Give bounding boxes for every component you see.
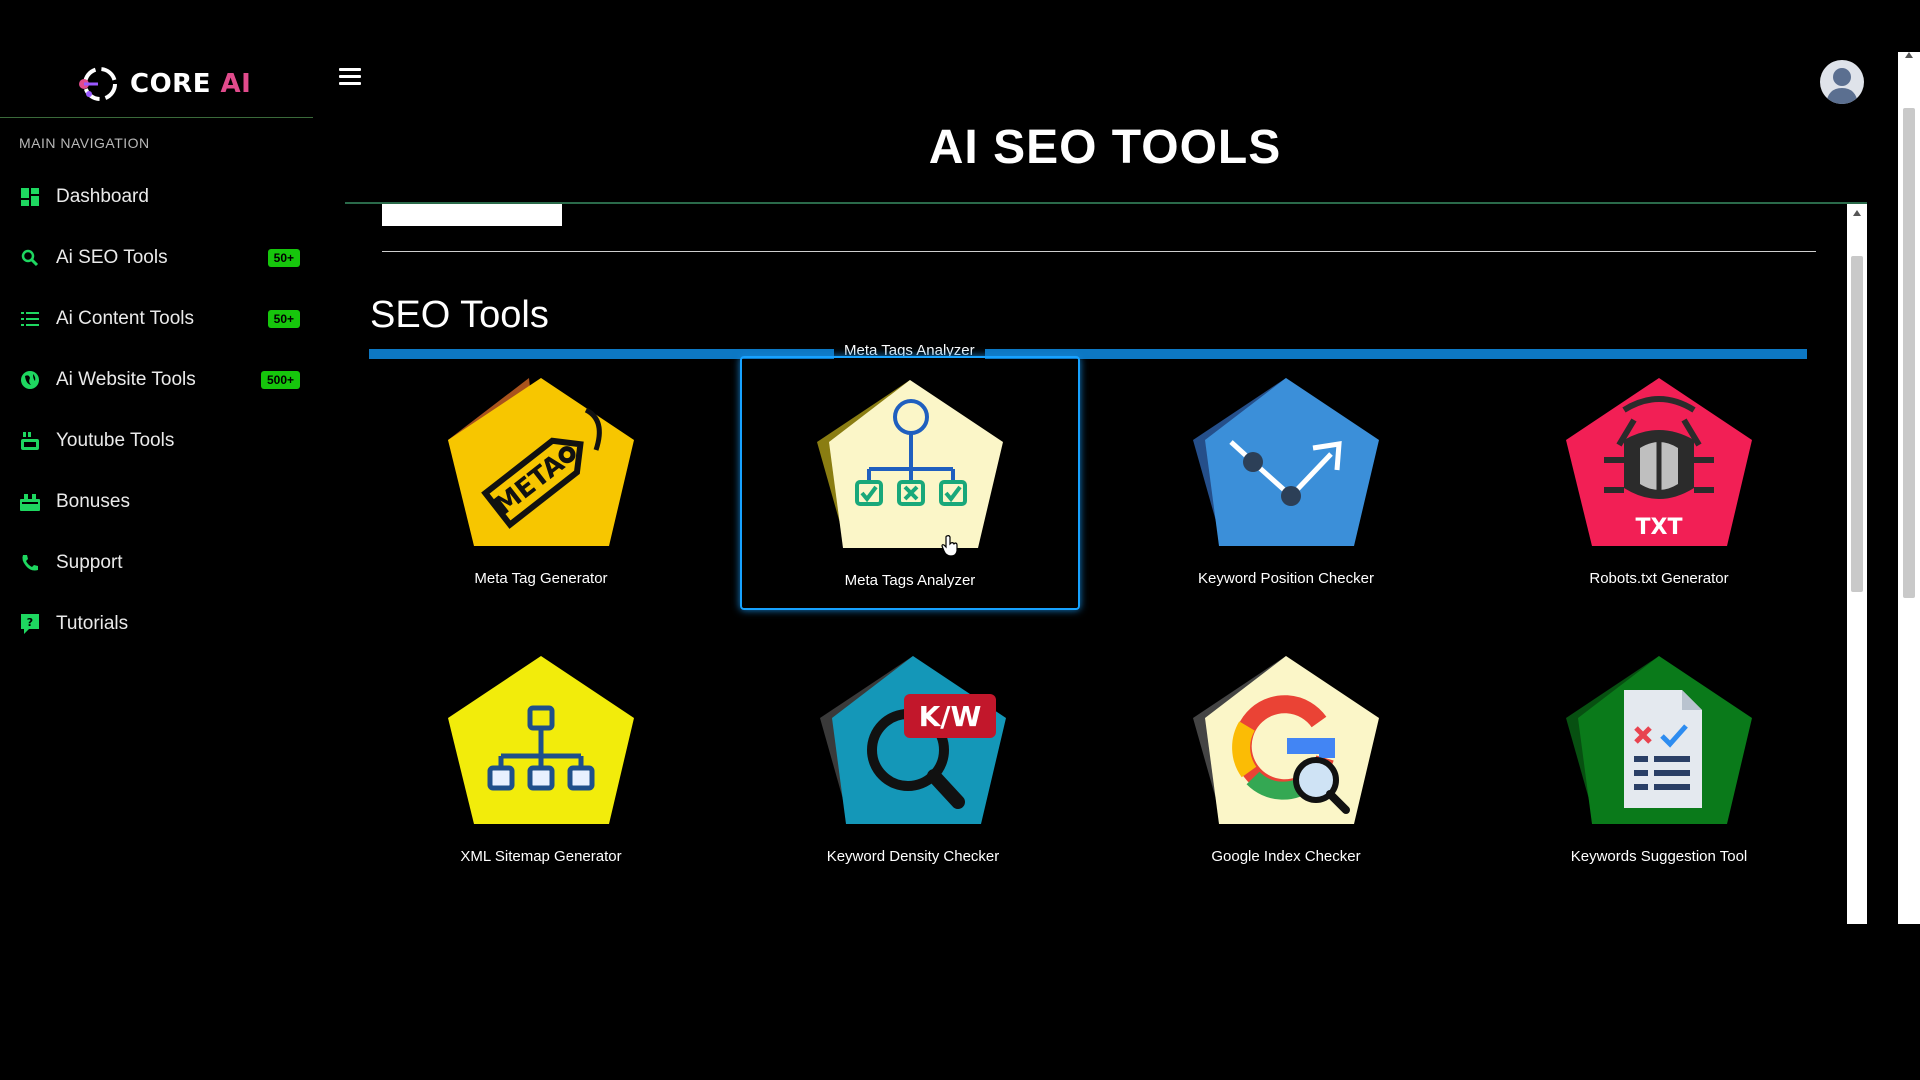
tool-label: Keyword Density Checker (826, 848, 1000, 865)
trend-arrow-icon (1193, 378, 1379, 546)
sidebar-item-label: Dashboard (56, 185, 149, 207)
svg-text:?: ? (27, 616, 33, 629)
tab-strip[interactable] (382, 204, 562, 226)
sidebar-item-ai-content-tools[interactable]: Ai Content Tools 50+ (0, 288, 313, 349)
page-scrollbar[interactable] (1898, 52, 1920, 924)
tool-meta-tags-analyzer[interactable]: Meta Tags Analyzer (740, 356, 1080, 610)
sidebar-item-label: Ai Content Tools (56, 307, 195, 329)
scroll-up-icon[interactable] (1905, 52, 1913, 58)
sidebar-item-ai-seo-tools[interactable]: Ai SEO Tools 50+ (0, 227, 313, 288)
scroll-thumb[interactable] (1903, 108, 1915, 598)
core-ai-logo-icon (79, 67, 117, 101)
nav-heading: MAIN NAVIGATION (19, 135, 150, 151)
bug-txt-icon: TXT (1566, 378, 1752, 546)
hover-label: Meta Tags Analyzer (834, 342, 985, 359)
sidebar-item-youtube-tools[interactable]: Youtube Tools (0, 410, 313, 471)
logo[interactable]: CORE AI (78, 62, 251, 106)
tool-label: XML Sitemap Generator (460, 848, 622, 865)
google-search-icon (1193, 656, 1379, 824)
sidebar-item-support[interactable]: Support (0, 532, 313, 593)
list-icon (20, 309, 40, 329)
sidebar-item-label: Bonuses (56, 490, 130, 512)
kw-magnifier-icon: K/W (820, 656, 1006, 824)
panel-scrollbar[interactable] (1847, 204, 1867, 924)
menu-toggle-button[interactable] (339, 68, 361, 86)
sidebar-item-label: Tutorials (56, 612, 129, 634)
gift-icon (20, 492, 40, 512)
tool-label: Keywords Suggestion Tool (1570, 848, 1748, 865)
count-badge: 500+ (260, 370, 300, 389)
tool-label: Meta Tags Analyzer (844, 572, 976, 589)
count-badge: 50+ (267, 248, 300, 267)
tool-label: Keyword Position Checker (1198, 570, 1374, 587)
sidebar-item-label: Ai SEO Tools (56, 246, 168, 268)
sidebar-item-label: Youtube Tools (56, 429, 175, 451)
question-icon: ? (20, 613, 40, 634)
section-title: SEO Tools (370, 294, 549, 336)
tools-panel: SEO Tools Meta Tags Analyzer META Meta T… (345, 202, 1867, 926)
search-icon (20, 248, 40, 268)
tool-keywords-suggestion-tool[interactable]: Keywords Suggestion Tool (1489, 634, 1829, 884)
count-badge: 50+ (267, 309, 300, 328)
tool-label: Robots.txt Generator (1589, 570, 1729, 587)
svg-text:TXT: TXT (1636, 515, 1683, 540)
user-avatar[interactable] (1820, 60, 1864, 104)
scroll-thumb[interactable] (1851, 256, 1863, 592)
tool-label: Google Index Checker (1211, 848, 1361, 865)
section-bar (369, 349, 1807, 359)
tool-meta-tag-generator[interactable]: META Meta Tag Generator (371, 356, 711, 606)
tool-keyword-density-checker[interactable]: K/W Keyword Density Checker (743, 634, 1083, 884)
sidebar-item-label: Ai Website Tools (56, 368, 196, 390)
dashboard-icon (20, 187, 40, 207)
hand-cursor-icon (941, 535, 958, 557)
sitemap-icon (448, 656, 634, 824)
scroll-up-icon[interactable] (1853, 210, 1861, 216)
sidebar-item-tutorials[interactable]: ? Tutorials (0, 593, 313, 654)
sitemap-check-icon (817, 380, 1003, 548)
tool-label: Meta Tag Generator (474, 570, 608, 587)
tool-xml-sitemap-generator[interactable]: XML Sitemap Generator (371, 634, 711, 884)
phone-icon (20, 553, 40, 573)
sidebar-item-bonuses[interactable]: Bonuses (0, 471, 313, 532)
logo-divider (0, 117, 313, 118)
logo-text: CORE AI (130, 69, 252, 99)
sidebar-item-label: Support (56, 551, 123, 573)
tool-robots-txt-generator[interactable]: TXT Robots.txt Generator (1489, 356, 1829, 606)
user-icon (1826, 68, 1858, 104)
hamburger-icon (339, 68, 361, 71)
youtube-icon (20, 431, 40, 451)
main-navigation: Dashboard Ai SEO Tools 50+ Ai Content To… (0, 166, 313, 654)
tool-google-index-checker[interactable]: Google Index Checker (1116, 634, 1456, 884)
globe-icon (20, 370, 40, 390)
divider (382, 251, 1816, 252)
sidebar-item-ai-website-tools[interactable]: Ai Website Tools 500+ (0, 349, 313, 410)
sidebar: CORE AI MAIN NAVIGATION Dashboard Ai SEO… (0, 0, 313, 1080)
document-check-icon (1566, 656, 1752, 824)
svg-text:K/W: K/W (919, 700, 982, 733)
sidebar-item-dashboard[interactable]: Dashboard (0, 166, 313, 227)
tool-keyword-position-checker[interactable]: Keyword Position Checker (1116, 356, 1456, 606)
page-title: AI SEO TOOLS (928, 121, 1282, 174)
meta-tag-icon: META (448, 378, 634, 546)
